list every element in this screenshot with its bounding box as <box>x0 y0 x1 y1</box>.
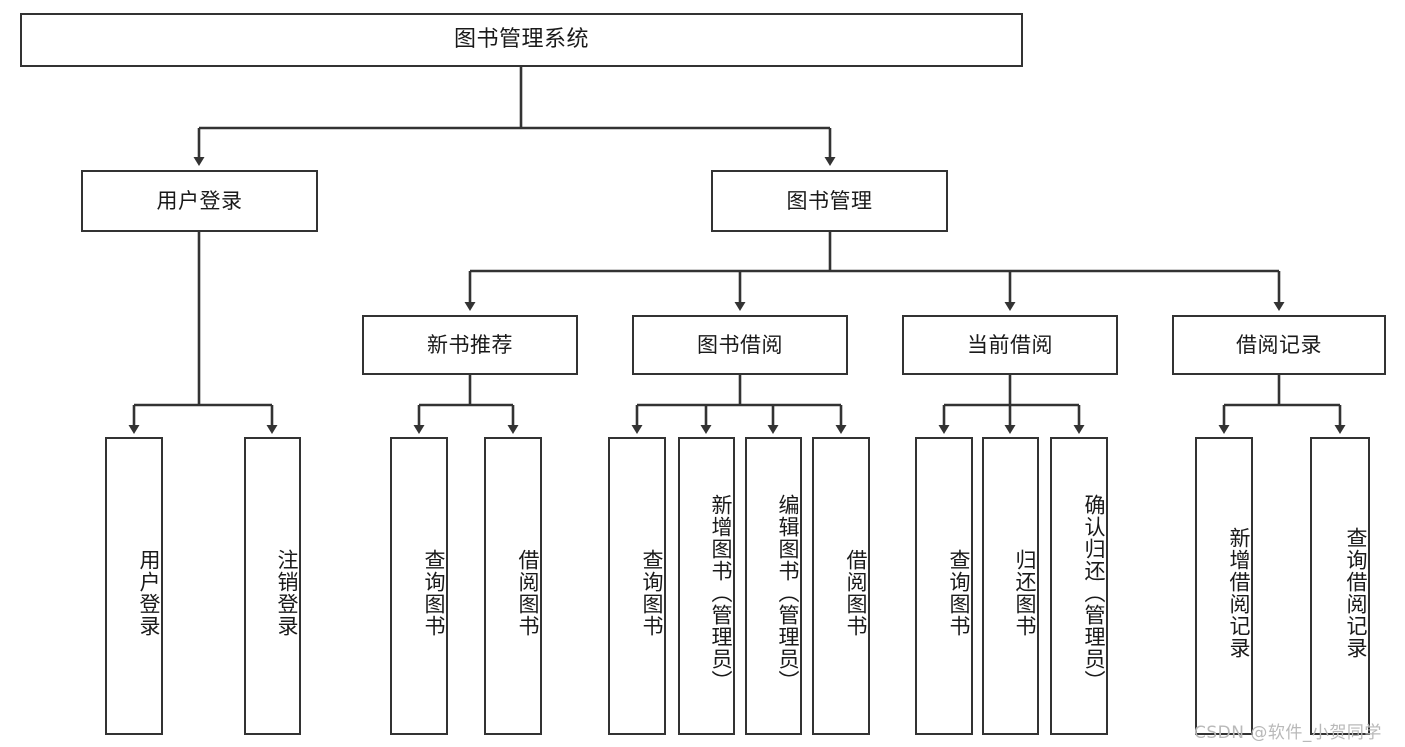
edge-new-book-to-leaves <box>413 375 519 434</box>
leaf-node[interactable]: 用户登录 <box>105 437 163 735</box>
leaf-node[interactable]: 新增借阅记录 <box>1195 437 1253 735</box>
node-borrow-record[interactable]: 借阅记录 <box>1172 315 1386 375</box>
leaf-node[interactable]: 编辑图书（管理员） <box>745 437 802 735</box>
edge-borrow-record-to-leaves <box>1218 375 1346 434</box>
node-user-login[interactable]: 用户登录 <box>81 170 318 232</box>
leaf-node[interactable]: 查询借阅记录 <box>1310 437 1370 735</box>
edge-book-borrow-to-leaves <box>631 375 847 434</box>
node-book-borrow[interactable]: 图书借阅 <box>632 315 848 375</box>
leaf-node[interactable]: 查询图书 <box>608 437 666 735</box>
node-root-system[interactable]: 图书管理系统 <box>20 13 1023 67</box>
node-new-book-recommend[interactable]: 新书推荐 <box>362 315 578 375</box>
edge-book-mgmt-to-level2 <box>464 232 1285 311</box>
leaf-node[interactable]: 新增图书（管理员） <box>678 437 735 735</box>
csdn-watermark: CSDN @软件_小贺同学 <box>1194 723 1382 743</box>
node-book-management[interactable]: 图书管理 <box>711 170 948 232</box>
leaf-node[interactable]: 查询图书 <box>915 437 973 735</box>
edge-user-login-to-leaves <box>128 232 278 434</box>
leaf-node[interactable]: 确认归还（管理员） <box>1050 437 1108 735</box>
leaf-node[interactable]: 借阅图书 <box>484 437 542 735</box>
leaf-node[interactable]: 注销登录 <box>244 437 301 735</box>
leaf-node[interactable]: 归还图书 <box>982 437 1039 735</box>
node-current-borrow[interactable]: 当前借阅 <box>902 315 1118 375</box>
leaf-node[interactable]: 借阅图书 <box>812 437 870 735</box>
edge-root-to-level1 <box>193 67 836 166</box>
leaf-node[interactable]: 查询图书 <box>390 437 448 735</box>
edge-current-borrow-to-leaves <box>938 375 1085 434</box>
